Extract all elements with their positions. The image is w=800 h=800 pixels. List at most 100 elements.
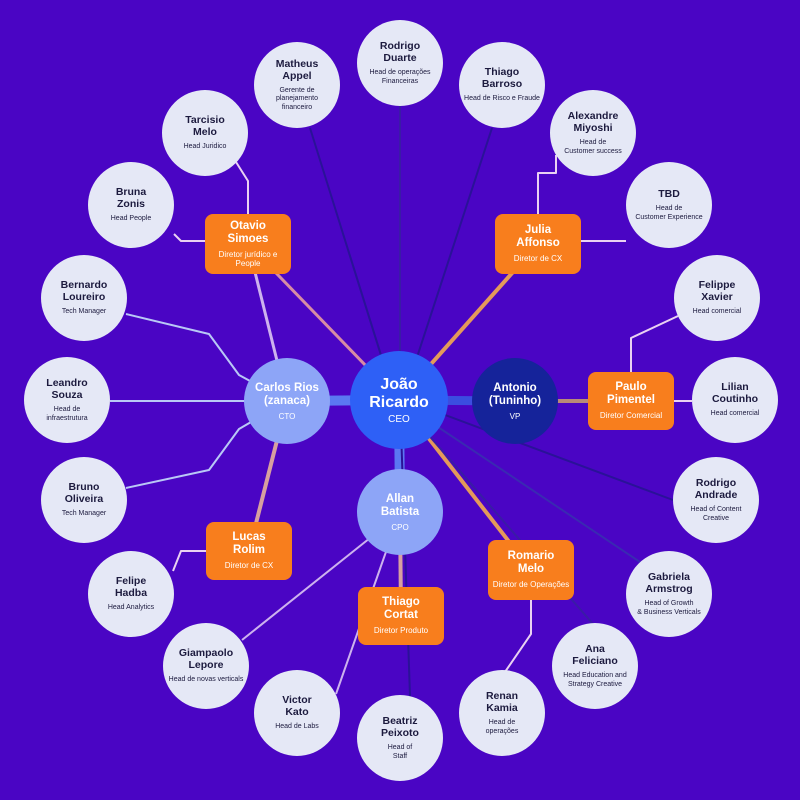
- node-role: Diretor Produto: [373, 626, 429, 636]
- node-name: Bruno Oliveira: [64, 481, 104, 506]
- node-role: Head of Growth & Business Verticals: [637, 600, 701, 616]
- node-role: Head Education and Strategy Creative: [563, 672, 627, 688]
- node-role: CTO: [278, 411, 296, 421]
- connector-line: [504, 600, 532, 673]
- node-name: Gabriela Armstrog: [645, 571, 693, 595]
- node-role: Head of Staff: [387, 744, 413, 760]
- node-carlos: Carlos Rios (zanaca) CTO: [244, 358, 330, 444]
- node-role: Head People: [110, 215, 152, 223]
- node-role: Diretor de Operações: [492, 580, 570, 590]
- node-name: Thiago Cortat: [382, 596, 420, 622]
- node-role: Head comercial: [692, 308, 742, 316]
- node-role: Tech Manager: [61, 308, 107, 316]
- node-name: Thiago Barroso: [481, 66, 523, 91]
- node-name: Rodrigo Duarte: [379, 40, 421, 64]
- connector-line: [241, 537, 371, 641]
- node-name: João Ricardo: [369, 375, 429, 411]
- node-name: Renan Kamia: [485, 690, 519, 714]
- node-name: Lucas Rolim: [232, 531, 266, 557]
- node-role: Tech Manager: [61, 510, 107, 518]
- node-name: Felipe Hadba: [114, 575, 148, 600]
- node-name: Allan Batista: [380, 492, 420, 518]
- node-role: Diretor de CX: [224, 561, 274, 571]
- node-name: Matheus Appel: [275, 57, 319, 82]
- node-name: Julia Affonso: [516, 224, 560, 250]
- node-name: Bruna Zonis: [115, 186, 147, 211]
- node-name: Beatriz Peixoto: [381, 715, 419, 739]
- node-role: CPO: [391, 522, 409, 532]
- node-role: Head de infraestrutura: [46, 406, 88, 422]
- connector-line: [235, 161, 249, 214]
- connector-line: [173, 233, 205, 242]
- connector-line: [404, 399, 674, 501]
- node-name: Bernardo Loureiro: [60, 279, 108, 304]
- node-role: Diretor Comercial: [599, 411, 663, 421]
- connector-line: [172, 550, 206, 572]
- node-tbd: TBD Head de Customer Experience: [626, 162, 712, 248]
- node-role: Head de operações Financeiras: [369, 69, 431, 85]
- node-role: Diretor jurídico e People: [218, 249, 278, 269]
- node-role: Head de novas verticals: [168, 676, 244, 684]
- node-role: Head de Customer Experience: [635, 205, 703, 221]
- node-role: VP: [509, 411, 521, 421]
- node-name: Otavio Simoes: [227, 219, 269, 245]
- node-name: Giampaolo Lepore: [178, 647, 234, 672]
- node-role: Head of Content Creative: [690, 506, 742, 522]
- node-name: Paulo Pimentel: [607, 381, 655, 407]
- node-role: Head de Labs: [275, 723, 319, 731]
- node-role: CEO: [388, 413, 410, 425]
- node-name: Ana Feliciano: [572, 643, 618, 667]
- node-role: Head Analytics: [107, 604, 155, 612]
- node-name: Victor Kato: [282, 694, 312, 719]
- node-name: Felippe Xavier: [698, 279, 736, 304]
- connector-line: [630, 315, 679, 372]
- node-name: Lilian Coutinho: [711, 381, 759, 406]
- node-name: Alexandre Miyoshi: [567, 110, 619, 134]
- node-role: Gerente de planejamento financeiro: [275, 86, 319, 111]
- node-role: Diretor de CX: [513, 254, 563, 264]
- node-name: Antonio (Tuninho): [488, 381, 542, 407]
- node-name: TBD: [658, 188, 680, 200]
- node-role: Head comercial: [710, 410, 760, 418]
- connector-line: [404, 404, 641, 563]
- connector-line: [537, 155, 557, 214]
- node-name: Romario Melo: [507, 550, 555, 576]
- node-role: Head Juridico: [183, 143, 227, 151]
- node-antonio: Antonio (Tuninho) VP: [472, 358, 558, 444]
- node-name: Rodrigo Andrade: [694, 477, 738, 501]
- node-role: Head de Risco e Fraude: [464, 95, 540, 103]
- node-name: Leandro Souza: [46, 377, 88, 401]
- node-name: Carlos Rios (zanaca): [255, 381, 319, 407]
- node-role: Head de Customer success: [564, 139, 622, 155]
- node-name: Tarcisio Melo: [185, 114, 225, 139]
- node-role: Head de operações: [485, 719, 519, 735]
